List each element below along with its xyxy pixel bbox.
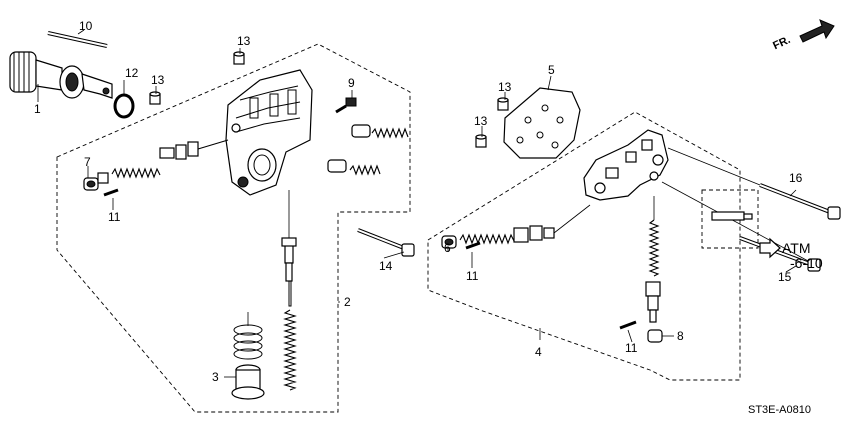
spool-valve-right <box>513 204 591 243</box>
dowel-pin-right-upper <box>497 97 509 111</box>
callout-6: 6 <box>444 241 451 255</box>
front-direction-indicator: FR. <box>771 19 835 52</box>
callout-9: 9 <box>348 76 355 90</box>
sleeve-left-2 <box>327 159 347 173</box>
group-outline-2 <box>56 43 411 413</box>
callout-13-b: 13 <box>151 73 165 87</box>
callout-13-d: 13 <box>474 114 488 128</box>
callout-4: 4 <box>535 345 542 359</box>
callout-15: 15 <box>778 270 792 284</box>
bolt-part-16 <box>759 183 841 220</box>
callout-1: 1 <box>34 102 41 116</box>
spring-right-horizontal <box>459 233 515 245</box>
dowel-pin-left-upper <box>233 51 245 65</box>
callout-5: 5 <box>548 63 555 77</box>
group-outline-4 <box>427 111 741 381</box>
leader-lines <box>37 29 797 378</box>
callout-11-b: 11 <box>466 269 479 283</box>
plug-part-8 <box>647 329 663 343</box>
pin-part-11-right <box>619 320 637 330</box>
callout-2: 2 <box>344 295 351 309</box>
callout-11-c: 11 <box>625 341 638 355</box>
valve-body-left <box>225 69 313 196</box>
pin-part-11-mid <box>465 241 481 250</box>
callout-11-a: 11 <box>108 210 121 224</box>
spring-center-vertical <box>283 309 297 391</box>
rod-part-10 <box>47 31 108 48</box>
separator-plate-5 <box>503 87 581 159</box>
spring-left-1 <box>371 127 409 139</box>
diagram-code: ST3E-A0810 <box>748 404 811 416</box>
valve-stack-center <box>281 190 297 307</box>
callout-10: 10 <box>79 19 93 33</box>
bolt-part-9 <box>335 97 357 114</box>
plug-part-6 <box>441 235 457 249</box>
callout-13-a: 13 <box>237 34 251 48</box>
spring-left-horizontal <box>111 167 161 179</box>
valve-body-right <box>583 129 811 263</box>
front-arrow-icon <box>799 19 835 43</box>
spool-valve-left <box>159 139 229 160</box>
dowel-pin-right-lower <box>475 134 487 148</box>
reference-arrow-text: ATM <box>782 240 811 256</box>
reference-arrow-icon <box>759 237 781 259</box>
reference-page-text: -6-10 <box>790 255 823 271</box>
bolt-part-14 <box>357 228 415 257</box>
callout-7: 7 <box>84 155 91 169</box>
callout-13-c: 13 <box>498 80 512 94</box>
accumulator-spring-3 <box>233 312 263 360</box>
valve-stack-right <box>645 196 661 323</box>
callout-3: 3 <box>212 370 219 384</box>
dowel-pin-left-lower <box>149 91 161 105</box>
plug-part-7b <box>97 172 109 184</box>
plug-part-7 <box>83 177 99 191</box>
o-ring-part-12 <box>113 93 135 119</box>
sleeve-left-1 <box>351 124 371 138</box>
callout-16: 16 <box>789 171 803 185</box>
reference-box <box>701 189 759 249</box>
front-label: FR. <box>771 34 792 52</box>
spring-left-2 <box>349 164 381 176</box>
accumulator-piston-3 <box>231 364 265 400</box>
callout-14: 14 <box>379 259 393 273</box>
callout-12: 12 <box>125 66 139 80</box>
pin-part-11-left <box>103 188 119 197</box>
shaft-lever-part-1 <box>9 51 113 99</box>
callout-8: 8 <box>677 329 684 343</box>
